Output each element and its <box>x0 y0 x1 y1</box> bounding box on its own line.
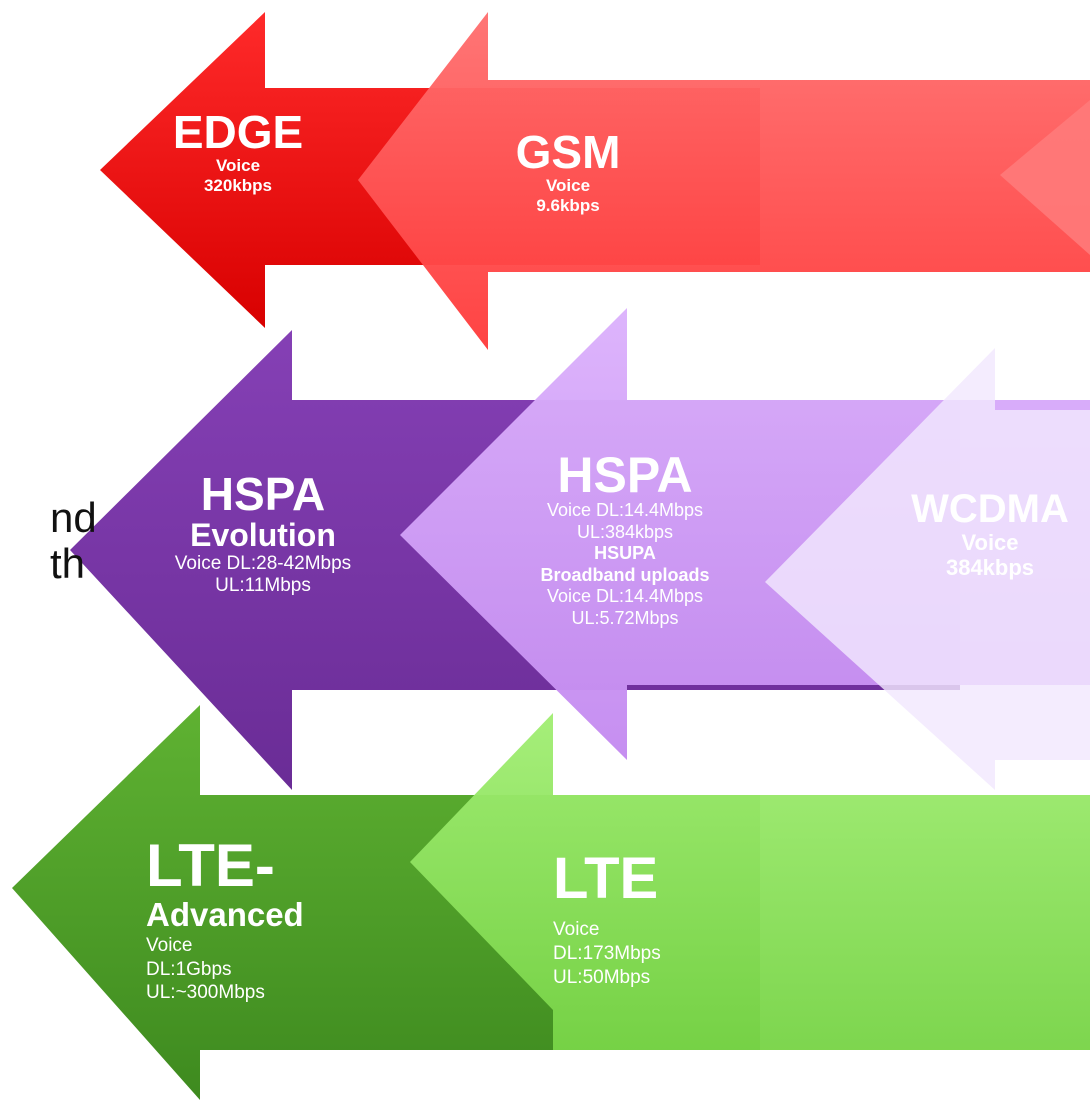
hspa-evolution-label: HSPA Evolution Voice DL:28-42Mbps UL:11M… <box>128 470 398 597</box>
wcdma-arrow <box>765 348 1090 790</box>
hspa-line-2: UL:384kbps <box>576 521 674 542</box>
wcdma-label: WCDMA Voice 384kbps <box>880 488 1090 581</box>
edge-line-1: Voice <box>215 156 261 176</box>
lte-line-2: DL:173Mbps <box>553 942 661 964</box>
partial-text-line-2: th <box>50 540 86 588</box>
lte-advanced-line-3: UL:~300Mbps <box>146 982 265 1004</box>
edge-label: EDGE Voice 320kbps <box>148 108 328 195</box>
hspa-evolution-title: HSPA <box>200 468 326 520</box>
lte-arrow-main <box>410 713 1090 1050</box>
gsm-arrow-cap <box>1000 100 1090 255</box>
gsm-label: GSM Voice 9.6kbps <box>478 128 658 215</box>
hspa-line-5: Voice DL:14.4Mbps <box>546 586 704 607</box>
gsm-line-2: 9.6kbps <box>536 195 600 215</box>
partial-text-line-1: nd <box>50 494 97 541</box>
lte-advanced-title: LTE- <box>146 832 275 899</box>
wcdma-line-2: 384kbps <box>945 555 1035 581</box>
wcdma-line-1: Voice <box>961 530 1019 555</box>
hspa-evolution-line-2: UL:11Mbps <box>215 575 311 597</box>
gsm-line-1: Voice <box>545 176 591 196</box>
edge-line-2: 320kbps <box>203 175 273 195</box>
edge-title: EDGE <box>172 106 304 158</box>
hspa-line-6: UL:5.72Mbps <box>571 607 679 628</box>
hspa-line-1: Voice DL:14.4Mbps <box>546 500 704 520</box>
hspa-evolution-subtitle: Evolution <box>190 517 336 554</box>
lte-title: LTE <box>553 846 659 911</box>
hspa-title: HSPA <box>557 447 693 503</box>
wcdma-title: WCDMA <box>911 487 1069 531</box>
lte-advanced-line-1: Voice <box>146 934 193 956</box>
hspa-line-4: Broadband uploads <box>540 564 710 585</box>
lte-advanced-line-2: DL:1Gbps <box>146 958 232 980</box>
lte-advanced-label: LTE- Advanced Voice DL:1Gbps UL:~300Mbps <box>146 836 406 1005</box>
gsm-title: GSM <box>515 126 621 178</box>
lte-label: LTE Voice DL:173Mbps UL:50Mbps <box>553 850 753 989</box>
lte-advanced-subtitle: Advanced <box>146 896 304 933</box>
partial-text: nd th <box>50 494 97 588</box>
gsm-arrow <box>358 12 1090 350</box>
hspa-evolution-line-1: Voice DL:28-42Mbps <box>174 553 352 575</box>
lte-line-3: UL:50Mbps <box>553 966 651 988</box>
lte-line-1: Voice <box>553 919 600 940</box>
hspa-label: HSPA Voice DL:14.4Mbps UL:384kbps HSUPA … <box>490 450 760 630</box>
hspa-line-3: HSUPA <box>594 543 656 564</box>
